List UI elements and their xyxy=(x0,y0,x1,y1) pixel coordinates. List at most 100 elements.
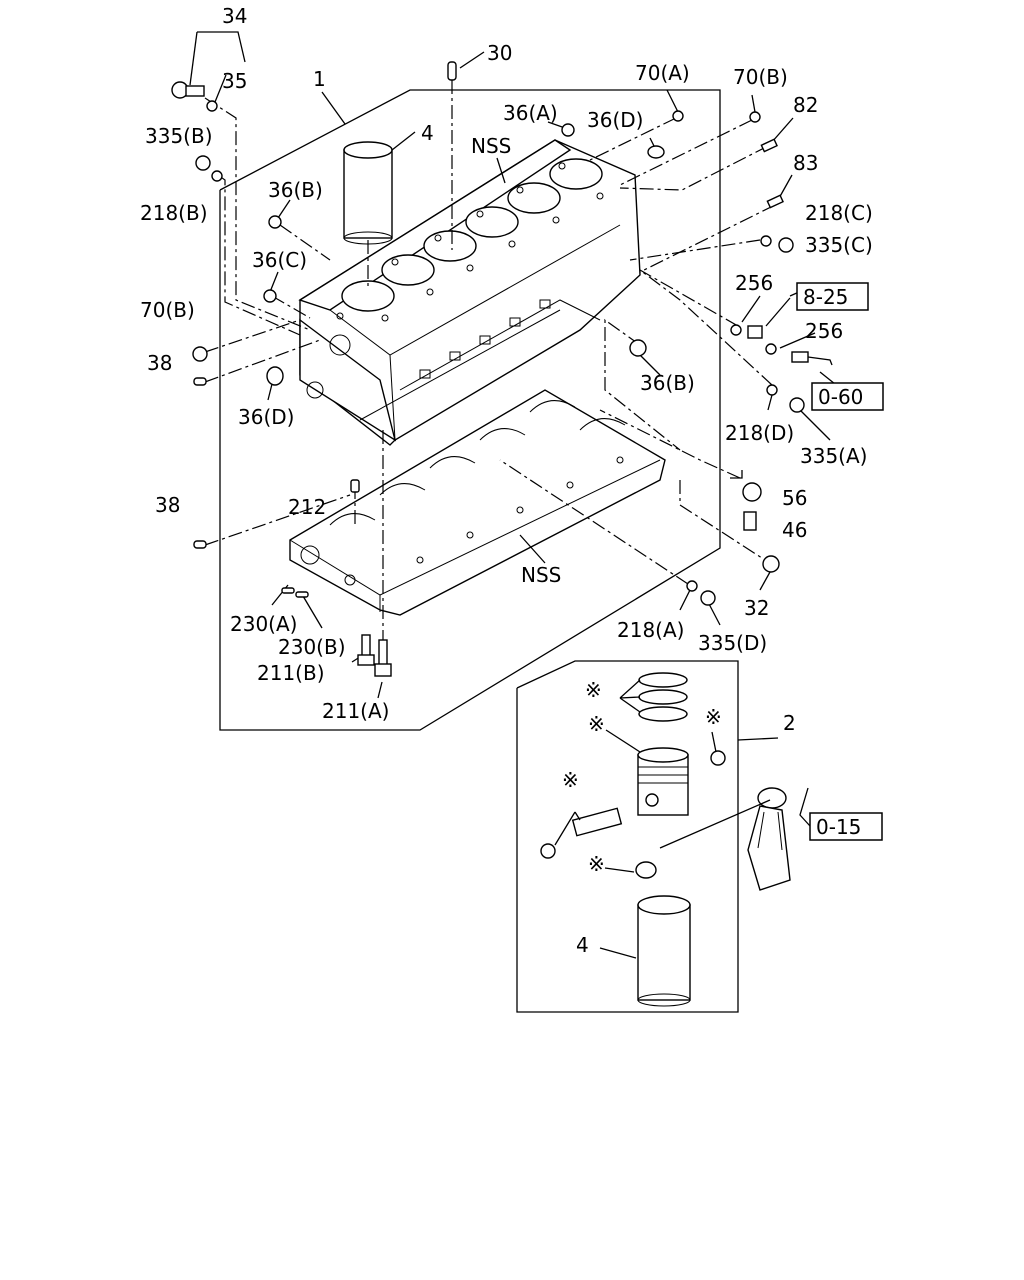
part-83-pin xyxy=(766,194,784,209)
label-2: 2 xyxy=(783,711,796,735)
label-32: 32 xyxy=(744,596,769,620)
label-36d-left: 36(D) xyxy=(238,405,294,429)
label-38-bot: 38 xyxy=(155,493,180,517)
part-4-liner-lower xyxy=(637,895,691,1007)
ref-box-0-15[interactable]: 0-15 xyxy=(809,812,883,841)
label-211b: 211(B) xyxy=(257,661,325,685)
label-335d: 335(D) xyxy=(698,631,767,655)
label-218d: 218(D) xyxy=(725,421,794,445)
small-parts xyxy=(171,61,833,677)
part-32-plug xyxy=(762,555,780,573)
part-36d-left-plug xyxy=(266,366,284,386)
part-36c-plug xyxy=(263,289,277,303)
part-38-pin-top xyxy=(193,377,207,386)
ref-0-15-text: 0-15 xyxy=(816,815,861,839)
part-38-pin-bot xyxy=(193,540,207,549)
piston-assembly xyxy=(540,672,791,1007)
part-212-pin xyxy=(350,479,360,493)
label-30: 30 xyxy=(487,41,512,65)
part-218d-washer xyxy=(766,384,778,396)
part-sensor-fitting xyxy=(747,325,763,339)
label-218b: 218(B) xyxy=(140,201,208,225)
part-211b-bolt xyxy=(357,634,375,666)
label-36b-right: 36(B) xyxy=(640,371,695,395)
part-35-ring xyxy=(206,100,218,112)
label-256-b: 256 xyxy=(805,319,843,343)
label-1: 1 xyxy=(313,67,326,91)
part-36b-plug xyxy=(268,215,282,229)
star-snap-ring: ※ xyxy=(705,705,722,729)
part-70b-left-plug xyxy=(192,346,208,362)
snap-ring-right xyxy=(710,750,726,766)
label-35: 35 xyxy=(222,69,247,93)
label-36a: 36(A) xyxy=(503,101,558,125)
part-218b-washer xyxy=(211,170,223,182)
label-83: 83 xyxy=(793,151,818,175)
label-218a: 218(A) xyxy=(617,618,684,642)
part-211a-bolt xyxy=(374,639,392,677)
ref-box-8-25[interactable]: 8-25 xyxy=(796,282,869,311)
star-piston: ※ xyxy=(588,712,605,736)
cylinder-bores xyxy=(341,158,603,312)
label-230b: 230(B) xyxy=(278,635,346,659)
label-nss-top: NSS xyxy=(471,134,511,158)
ref-8-25-text: 8-25 xyxy=(803,285,848,309)
star-rings: ※ xyxy=(585,678,602,702)
label-70b-left: 70(B) xyxy=(140,298,195,322)
part-36a-plug xyxy=(561,123,575,137)
part-46-bolt xyxy=(743,511,757,531)
part-230a-pin xyxy=(281,587,295,594)
part-sensor-harness xyxy=(791,351,833,366)
ref-0-60-text: 0-60 xyxy=(818,385,863,409)
part-82-bolt xyxy=(760,138,778,153)
label-212: 212 xyxy=(288,495,326,519)
label-36b-left: 36(B) xyxy=(268,178,323,202)
part-335c-plug xyxy=(778,237,794,253)
part-36b-right-plug xyxy=(629,339,647,357)
lower-crankcase xyxy=(289,389,666,616)
part-36d-top xyxy=(647,145,665,159)
label-335c: 335(C) xyxy=(805,233,873,257)
part-34-plug xyxy=(171,81,205,99)
part-335b-plug xyxy=(195,155,211,171)
part-56-nozzle xyxy=(730,470,762,502)
part-70a-plug xyxy=(672,110,684,122)
label-335a: 335(A) xyxy=(800,444,867,468)
part-256-washer-a xyxy=(730,324,742,336)
cylinder-block xyxy=(298,139,641,446)
group-1-outline xyxy=(219,89,721,731)
callout-labels: 34 35 30 1 70(A) 70(B) 82 83 36(A) 36(D)… xyxy=(140,4,873,957)
ref-box-0-60[interactable]: 0-60 xyxy=(811,382,884,411)
part-70b-top-plug xyxy=(749,111,761,123)
part-230b-pin xyxy=(295,591,309,598)
label-218c: 218(C) xyxy=(805,201,873,225)
part-335d-plug xyxy=(700,590,716,606)
leader-lines xyxy=(189,31,836,827)
label-36d-top: 36(D) xyxy=(587,108,643,132)
label-46: 46 xyxy=(782,518,807,542)
label-36c: 36(C) xyxy=(252,248,307,272)
label-82: 82 xyxy=(793,93,818,117)
snap-ring-left xyxy=(540,843,556,859)
piston-rings xyxy=(638,672,688,722)
label-38-top: 38 xyxy=(147,351,172,375)
part-335a-plug xyxy=(789,397,805,413)
label-4-bot: 4 xyxy=(576,933,589,957)
label-211a: 211(A) xyxy=(322,699,389,723)
part-256-washer-b xyxy=(765,343,777,355)
part-4-liner xyxy=(343,141,393,245)
part-218c-washer xyxy=(760,235,772,247)
piston-bushing xyxy=(635,861,657,879)
label-34: 34 xyxy=(222,4,247,28)
part-30-pin xyxy=(447,61,457,81)
label-56: 56 xyxy=(782,486,807,510)
star-pin: ※ xyxy=(562,768,579,792)
piston xyxy=(637,747,689,816)
label-4-top: 4 xyxy=(421,121,434,145)
label-230a: 230(A) xyxy=(230,612,297,636)
connecting-rod xyxy=(747,787,791,891)
part-218a-washer xyxy=(686,580,698,592)
label-70b-top: 70(B) xyxy=(733,65,788,89)
